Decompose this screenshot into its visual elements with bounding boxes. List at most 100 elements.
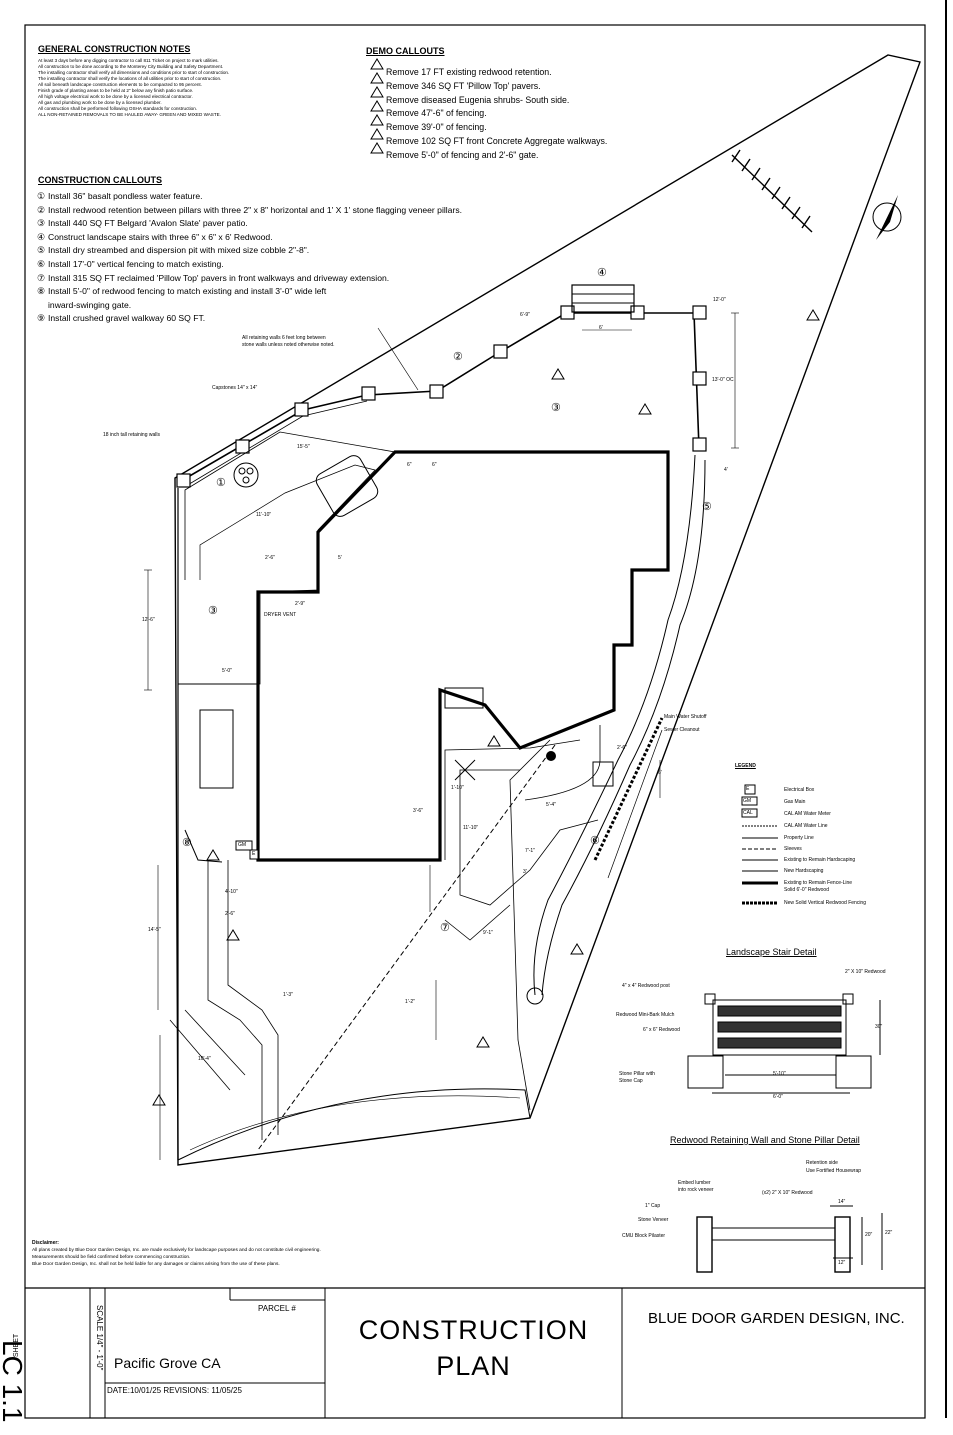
- callout-item: inward-swinging gate.: [48, 299, 132, 310]
- general-notes-list: At least 3 days before any digging contr…: [38, 58, 229, 118]
- dim-label: 5'-4": [546, 802, 556, 808]
- detail-label: Redwood Mini-Bark Mulch: [616, 1012, 675, 1018]
- dim-label: 6": [407, 462, 412, 468]
- demo-item: Remove 17 FT existing redwood retention.: [386, 67, 552, 77]
- location-label: Pacific Grove CA: [114, 1355, 221, 1371]
- dim-label: 6'-9": [520, 312, 530, 318]
- note-line: All construction to be done according to…: [38, 64, 224, 69]
- dim-label: 2'-6": [225, 911, 235, 917]
- detail-dim: 14": [838, 1199, 846, 1205]
- detail-dim: 5'-10": [773, 1071, 786, 1077]
- note-line: The installing contractor shall verify a…: [38, 70, 230, 75]
- callout-marker: ④: [597, 267, 607, 279]
- detail-dim: 12": [838, 1260, 846, 1266]
- dim-label: 4': [724, 467, 728, 473]
- callout-marker: ⑥: [590, 835, 600, 847]
- dim-label: 1'-2": [405, 999, 415, 1005]
- electrical-box-symbol: E: [252, 851, 256, 857]
- legend-item: Property Line: [784, 835, 814, 841]
- callout-marker: ⑤: [702, 501, 712, 513]
- date-revisions: DATE:10/01/25 REVISIONS: 11/05/25: [107, 1386, 242, 1395]
- dim-label: 10'-4": [198, 1056, 211, 1062]
- dim-label: 6': [599, 325, 603, 331]
- capstones-label: Capstones 14" x 14": [212, 385, 258, 391]
- legend-item: New Solid Vertical Redwood Fencing: [784, 900, 866, 906]
- dim-label: 14'-5": [148, 927, 161, 933]
- dim-label: 6": [432, 462, 437, 468]
- disclaimer-line: Measurements should be field confirmed b…: [32, 1255, 191, 1260]
- legend-item: CAL AM Water Line: [784, 823, 828, 829]
- callout-marker: ⑧: [182, 837, 192, 849]
- legend-symbol: CAL: [743, 810, 753, 816]
- retaining-note: All retaining walls 6 feet long between: [242, 335, 326, 341]
- demo-item: Remove 39'-0" of fencing.: [386, 122, 487, 133]
- note-line: All high voltage electrical work to be d…: [38, 94, 193, 99]
- dim-label: 5': [338, 555, 342, 561]
- dim-label: 2'-6": [265, 555, 275, 561]
- main-shutoff-label: Main Water Shutoff: [664, 714, 707, 720]
- legend-item: New Hardscaping: [784, 868, 824, 874]
- detail-label: Stone Veneer: [638, 1217, 669, 1223]
- disclaimer-line: All plans created by Blue Door Garden De…: [32, 1248, 321, 1253]
- legend-heading: LEGEND: [735, 763, 756, 769]
- stair-detail-heading: Landscape Stair Detail: [726, 947, 817, 957]
- detail-label: Retention side: [806, 1160, 838, 1166]
- dim-label: 11'-10": [256, 512, 272, 518]
- detail-label: 2" X 10" Redwood: [845, 969, 886, 975]
- legend-item: Existing to Remain Fence-Line: [784, 880, 853, 886]
- demo-item: Remove 102 SQ FT front Concrete Aggregat…: [386, 135, 608, 146]
- note-line: At least 3 days before any digging contr…: [38, 58, 219, 63]
- callout-marker: ③: [208, 605, 218, 617]
- dim-label: 3': [523, 869, 527, 875]
- note-line: All construction shall be performed foll…: [38, 106, 198, 111]
- detail-label: CMU Block Pilaster: [622, 1233, 666, 1239]
- legend-item: CAL AM Water Meter: [784, 811, 831, 817]
- disclaimer-heading: Disclaimer:: [32, 1240, 59, 1246]
- dim-label: 15'-5": [297, 444, 310, 450]
- dim-label: 6': [658, 770, 662, 776]
- detail-label: Use Fortified Housewrap: [806, 1168, 862, 1174]
- demo-item: Remove 47'-6" of fencing.: [386, 108, 487, 119]
- dim-label: 1'-3": [283, 992, 293, 998]
- dim-label: 5'-0": [222, 668, 232, 674]
- sheet-border: [24, 24, 926, 1419]
- dim-label: 12'-6": [142, 617, 155, 623]
- scale-label: SCALE 1/4" - 1'-0": [95, 1305, 104, 1371]
- dim-label: 1'-10": [451, 785, 464, 791]
- note-line: The installing contractor shall verify t…: [38, 76, 222, 81]
- detail-label: Stone Pillar with: [619, 1071, 655, 1077]
- detail-label: into rock veneer: [678, 1187, 714, 1193]
- house-footprint: [256, 450, 670, 862]
- callout-marker: ①: [216, 477, 226, 489]
- retaining-wall: [180, 312, 700, 482]
- note-line: All soil beneath landscape construction …: [38, 82, 202, 87]
- callout-marker: ②: [453, 351, 463, 363]
- dim-label: 12'-0": [713, 297, 726, 303]
- sheet-title: CONSTRUCTION PLAN: [325, 1312, 622, 1384]
- detail-dim: 30": [875, 1024, 883, 1030]
- dim-label: 7'-1": [525, 848, 535, 854]
- disclaimer-line: Blue Door Garden Design, Inc. shall not …: [32, 1262, 280, 1267]
- dim-label: 13'-0" OC: [712, 377, 734, 383]
- parcel-label: PARCEL #: [258, 1304, 296, 1313]
- legend-item: Solid 6'-0" Redwood: [784, 887, 829, 893]
- legend-item: Existing to Remain Hardscaping: [784, 857, 856, 863]
- gas-main-symbol: GM: [238, 842, 247, 848]
- demo-item: Remove 346 SQ FT 'Pillow Top' pavers.: [386, 80, 541, 91]
- title-line-1: CONSTRUCTION: [358, 1315, 589, 1345]
- dryer-vent-label: DRYER VENT: [264, 612, 297, 618]
- dim-label: 3'-6": [413, 808, 423, 814]
- demo-item: Remove diseased Eugenia shrubs- South si…: [386, 94, 570, 105]
- wall-detail-heading: Redwood Retaining Wall and Stone Pillar …: [670, 1135, 860, 1145]
- detail-dim: 20": [865, 1232, 873, 1238]
- detail-label: Stone Cap: [619, 1078, 643, 1084]
